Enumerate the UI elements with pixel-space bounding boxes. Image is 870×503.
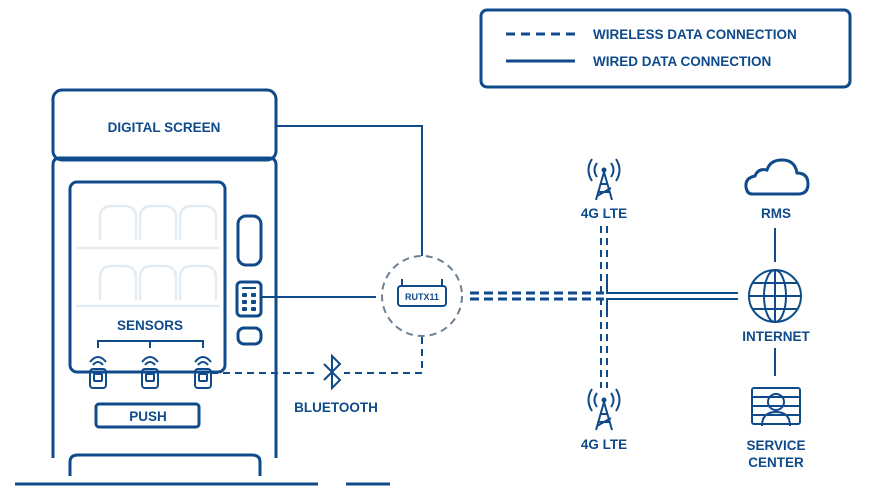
- sensor-icon: [194, 356, 212, 389]
- push-flap: [94, 402, 201, 429]
- bill-slot: [236, 214, 263, 267]
- wired-screen-link: [276, 125, 423, 270]
- wired-internet-link-b: [606, 298, 738, 315]
- bluetooth-link: [211, 333, 423, 374]
- keypad: [235, 280, 263, 318]
- product-window: [68, 180, 227, 374]
- antenna-icon: [587, 388, 621, 431]
- cloud-icon: [744, 158, 810, 196]
- push-label: PUSH: [129, 409, 167, 424]
- tower-bottom: 4G LTE: [581, 388, 627, 452]
- tower-top: 4G LTE: [581, 158, 627, 221]
- machine-base: [68, 453, 262, 476]
- legend: WIRELESS DATA CONNECTION WIRED DATA CONN…: [479, 8, 852, 89]
- router: RUTX11: [381, 255, 463, 337]
- coin-return: [236, 326, 263, 346]
- legend-box: [479, 8, 852, 89]
- router-icon: RUTX11: [397, 279, 447, 307]
- service-center-label-line2: CENTER: [748, 455, 804, 470]
- internet-label: INTERNET: [742, 329, 810, 344]
- bluetooth-icon: [323, 353, 342, 391]
- tower-bottom-label: 4G LTE: [581, 437, 627, 452]
- globe-icon: [748, 269, 802, 323]
- antenna-icon: [587, 158, 621, 201]
- internet: INTERNET: [742, 269, 811, 344]
- vending-machine: DIGITAL SCREEN SENSO: [15, 88, 390, 486]
- router-range-circle: [381, 255, 463, 337]
- router-model-label: RUTX11: [405, 292, 439, 302]
- keypad-dots: [242, 293, 256, 311]
- bluetooth-label: BLUETOOTH: [294, 400, 378, 415]
- service-center-label-line1: SERVICE: [746, 438, 805, 453]
- rms: RMS: [744, 158, 810, 221]
- bluetooth: BLUETOOTH: [294, 353, 378, 415]
- digital-screen-label: DIGITAL SCREEN: [108, 120, 221, 135]
- service-center-icon: [751, 387, 801, 427]
- wired-internet-link-a: [606, 280, 738, 294]
- products-faded: [76, 204, 220, 308]
- sensors-bracket: [97, 340, 204, 348]
- service-center: SERVICE CENTER: [746, 387, 806, 470]
- rms-label: RMS: [761, 206, 791, 221]
- connections: [211, 125, 776, 388]
- sensors-label: SENSORS: [117, 318, 183, 333]
- wired-legend-label: WIRED DATA CONNECTION: [593, 54, 771, 69]
- sensor-icon: [89, 356, 107, 389]
- tower-top-label: 4G LTE: [581, 206, 627, 221]
- machine-body: [51, 156, 278, 458]
- sensor-icon: [141, 356, 159, 389]
- wireless-legend-label: WIRELESS DATA CONNECTION: [593, 27, 797, 42]
